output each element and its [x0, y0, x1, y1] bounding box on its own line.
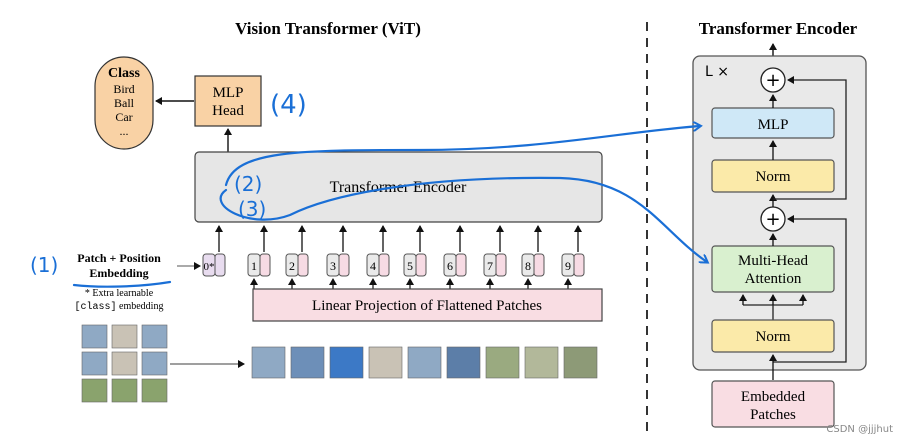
flattened-patch-9: [563, 346, 598, 379]
token-7: 7: [483, 225, 507, 277]
flattened-patch-5: [407, 346, 442, 379]
token-label-5: 5: [407, 259, 413, 273]
source-patch-7: [81, 378, 108, 403]
residual-skip-top: [773, 76, 847, 200]
embedded-patches-line1: Embedded: [741, 389, 806, 405]
token-embedding-chip-3: [338, 253, 350, 277]
token-embedding-chip-9: [573, 253, 585, 277]
linear-projection-box: [252, 288, 603, 322]
flattened-patch-7: [485, 346, 520, 379]
token-4: 4: [366, 225, 390, 277]
patch-embedding-line2: Embedding: [89, 266, 148, 280]
source-patch-6: [141, 351, 168, 376]
token-label-8: 8: [525, 259, 531, 273]
token-embedding-chip-8: [533, 253, 545, 277]
token-embedding-chip-1: [259, 253, 271, 277]
watermark: CSDN @jjjhut: [826, 424, 893, 435]
token-0: 0*: [202, 225, 226, 277]
flattened-patch-row: [251, 346, 598, 379]
flattened-patch-3: [329, 346, 364, 379]
class-item-bird: Bird: [113, 82, 134, 96]
mlp-head-box: [194, 75, 262, 127]
token-embedding-chip-2: [297, 253, 309, 277]
annotation-curve-mlp: [224, 126, 700, 187]
mlp-head-line2: Head: [212, 103, 244, 119]
class-item-ball: Ball: [114, 96, 135, 110]
class-box: [94, 56, 154, 150]
token-label-1: 1: [251, 259, 257, 273]
source-patch-3: [141, 324, 168, 349]
flattened-patch-8: [524, 346, 559, 379]
token-5: 5: [403, 225, 427, 277]
residual-add-middle-symbol: +: [765, 209, 780, 230]
class-item-more: ...: [120, 124, 129, 138]
extra-note-code: [class]: [75, 301, 117, 313]
token-label-7: 7: [487, 259, 493, 273]
source-patch-2: [111, 324, 138, 349]
annotation-1: (1): [30, 253, 58, 277]
encoder-mha-line1: Multi-Head: [738, 253, 808, 269]
token-label-4: 4: [370, 259, 376, 273]
encoder-mha-line2: Attention: [745, 271, 802, 287]
encoder-norm-top-label: Norm: [756, 169, 791, 185]
embedded-patches-line2: Patches: [750, 407, 796, 423]
token-embedding-chip-7: [495, 253, 507, 277]
source-patch-4: [81, 351, 108, 376]
annotation-underline: [72, 280, 172, 288]
vit-title: Vision Transformer (ViT): [235, 19, 421, 38]
residual-add-top: [760, 67, 786, 93]
source-patch-8: [111, 378, 138, 403]
token-3: 3: [326, 225, 350, 277]
encoder-norm-bottom-label: Norm: [756, 329, 791, 345]
token-embedding-chip-4: [378, 253, 390, 277]
hand-annotations: (4) (2) (3) (1): [30, 90, 707, 288]
token-embedding-chip-0: [214, 253, 226, 277]
flattened-patch-4: [368, 346, 403, 379]
annotation-curve-mha: [219, 176, 707, 262]
token-6: 6: [443, 225, 467, 277]
token-9: 9: [561, 225, 585, 277]
token-label-9: 9: [565, 259, 571, 273]
token-label-0: 0*: [204, 261, 215, 273]
token-1: 1: [247, 225, 271, 277]
class-item-car: Car: [115, 110, 132, 124]
flattened-patch-1: [251, 346, 286, 379]
class-output: Class Bird Ball Car ...: [94, 56, 154, 150]
token-label-2: 2: [289, 259, 295, 273]
residual-add-top-symbol: +: [765, 70, 780, 91]
class-title: Class: [108, 66, 140, 81]
source-patch-5: [111, 351, 138, 376]
extra-note-rest: embedding: [117, 301, 164, 312]
encoder-title: Transformer Encoder: [699, 19, 858, 38]
annotation-2: (2): [234, 172, 262, 196]
annotation-4: (4): [270, 90, 307, 120]
flattened-patch-2: [290, 346, 325, 379]
source-patch-1: [81, 324, 108, 349]
source-patch-9: [141, 378, 168, 403]
extra-note-line1: * Extra learnable: [85, 288, 154, 299]
encoder-repeat-label: L ×: [705, 64, 729, 80]
token-row: 0* 1 2 3 4 5 6 7 8 9: [202, 225, 585, 289]
flattened-patch-6: [446, 346, 481, 379]
token-label-6: 6: [447, 259, 453, 273]
source-image-grid: [81, 324, 168, 403]
embedded-patches-box: [711, 380, 835, 428]
token-embedding-chip-6: [455, 253, 467, 277]
token-label-3: 3: [330, 259, 336, 273]
token-embedding-chip-5: [415, 253, 427, 277]
linear-projection-label: Linear Projection of Flattened Patches: [312, 298, 542, 314]
residual-skip-bottom: [773, 215, 847, 363]
token-2: 2: [285, 225, 309, 277]
mlp-head-line1: MLP: [213, 85, 244, 101]
encoder-mlp-label: MLP: [758, 117, 789, 133]
extra-note-line2: [class] embedding: [75, 301, 164, 313]
patch-embedding-line1: Patch + Position: [77, 251, 161, 265]
encoder-norm-bottom-box: [711, 319, 835, 353]
token-8: 8: [521, 225, 545, 277]
